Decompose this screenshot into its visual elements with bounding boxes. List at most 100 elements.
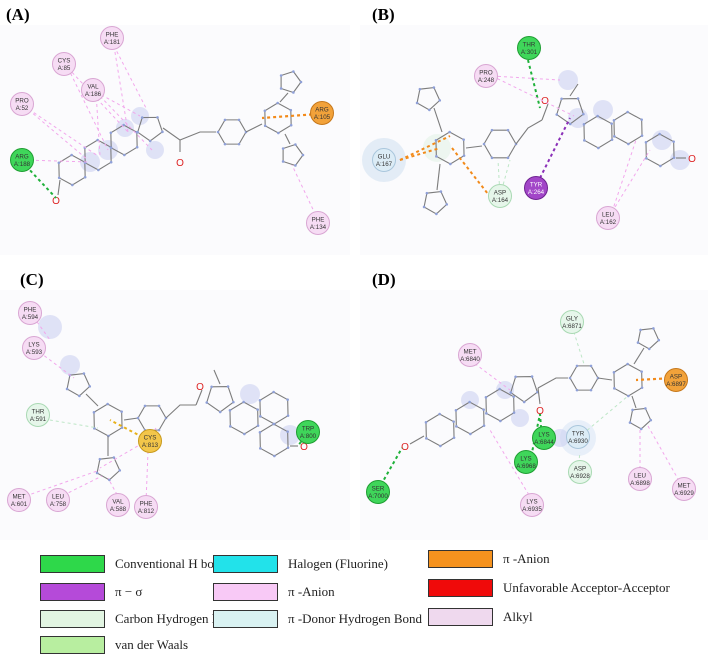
residue-name: LYS	[538, 432, 549, 439]
atom-dot	[259, 415, 262, 418]
oxygen-atom: O	[196, 382, 204, 393]
residue-number: A:588	[110, 506, 127, 513]
legend-swatch	[428, 608, 493, 626]
atom-dot	[555, 113, 559, 116]
atom-dot	[143, 404, 147, 408]
atom-dot	[422, 205, 426, 209]
atom-dot	[108, 478, 111, 482]
residue-name: PHE	[24, 307, 37, 314]
residue-disc	[488, 184, 512, 208]
legend-swatch	[213, 555, 278, 573]
interaction-line	[113, 45, 129, 133]
atom-dot	[263, 124, 267, 128]
legend-swatch	[40, 636, 105, 654]
residue-number: A:6844	[534, 439, 554, 446]
atom-dot	[57, 176, 61, 180]
residue-disc	[474, 64, 498, 88]
atom-dot	[98, 457, 102, 461]
atom-dot	[299, 80, 303, 84]
atom-dot	[118, 469, 122, 472]
atom-dot	[672, 140, 675, 143]
atom-dot	[482, 142, 486, 146]
residue-disc	[106, 493, 130, 517]
interaction-line	[291, 164, 319, 221]
atom-dot	[490, 128, 494, 132]
residue-disc	[296, 420, 320, 444]
atom-dot	[639, 427, 643, 431]
residue-disc	[566, 425, 590, 449]
atom-dot	[452, 420, 455, 423]
residue-number: A:167	[376, 161, 393, 168]
oxygen-atom: O	[300, 442, 308, 453]
pyrrolidine-ring-top	[280, 70, 302, 94]
residue-number: A:248	[478, 77, 495, 84]
pi-glow	[551, 429, 569, 447]
oxygen-atom: O	[541, 96, 549, 107]
legend-swatch	[428, 550, 493, 568]
steroid-ring-d	[206, 386, 234, 413]
residue-name: CYS	[58, 58, 71, 65]
residue-number: A:181	[104, 39, 121, 46]
interaction-line	[95, 91, 153, 151]
interaction-line	[107, 477, 121, 501]
atom-dot	[258, 399, 262, 402]
atom-dot	[613, 135, 616, 138]
atom-dot	[659, 164, 662, 168]
atom-dot	[415, 101, 419, 105]
atom-dot	[560, 97, 563, 101]
atom-dot	[92, 411, 96, 414]
atom-dot	[223, 118, 227, 122]
legend-item-conventional-h-bond: Conventional H bond	[40, 554, 227, 574]
atom-dot	[424, 421, 428, 424]
atom-dot	[439, 444, 442, 448]
atom-dot	[276, 101, 279, 105]
residue-name: PHE	[312, 217, 325, 224]
legend-item-pi-anion-pink: π -Anion	[213, 582, 335, 602]
residue-name: TYR	[572, 431, 585, 438]
atom-dot	[425, 191, 429, 195]
ligand-bond	[633, 347, 645, 365]
atom-dot	[530, 375, 534, 378]
atom-dot	[97, 168, 100, 172]
residue-disc	[138, 429, 162, 453]
ligand-bond	[537, 387, 541, 405]
interaction-line	[23, 105, 99, 157]
residue-disc	[52, 52, 76, 76]
residue-disc	[372, 148, 396, 172]
residue-name: VAL	[87, 84, 99, 91]
residue-disc	[560, 310, 584, 334]
atom-dot	[157, 404, 161, 408]
interaction-line	[611, 149, 651, 213]
ligand-bond	[284, 133, 291, 145]
ligand-bond	[195, 389, 203, 406]
atom-dot	[582, 123, 586, 126]
residue-number: A:591	[30, 416, 47, 423]
atom-dot	[161, 130, 164, 134]
residue-number: A:800	[300, 433, 317, 440]
residue-name: LYS	[526, 499, 537, 506]
residue-disc	[458, 343, 482, 367]
atom-dot	[568, 122, 572, 126]
residue-name: PHE	[140, 501, 153, 508]
residue-number: A:52	[16, 105, 29, 112]
atom-dot	[258, 431, 262, 434]
atom-dot	[644, 407, 647, 410]
atom-dot	[649, 418, 653, 422]
ligand-bond	[537, 377, 568, 389]
steroid-ring-d	[510, 376, 538, 403]
atom-dot	[628, 421, 632, 424]
atom-dot	[259, 447, 262, 450]
legend-label: Carbon Hydrogen Bond	[115, 611, 240, 626]
